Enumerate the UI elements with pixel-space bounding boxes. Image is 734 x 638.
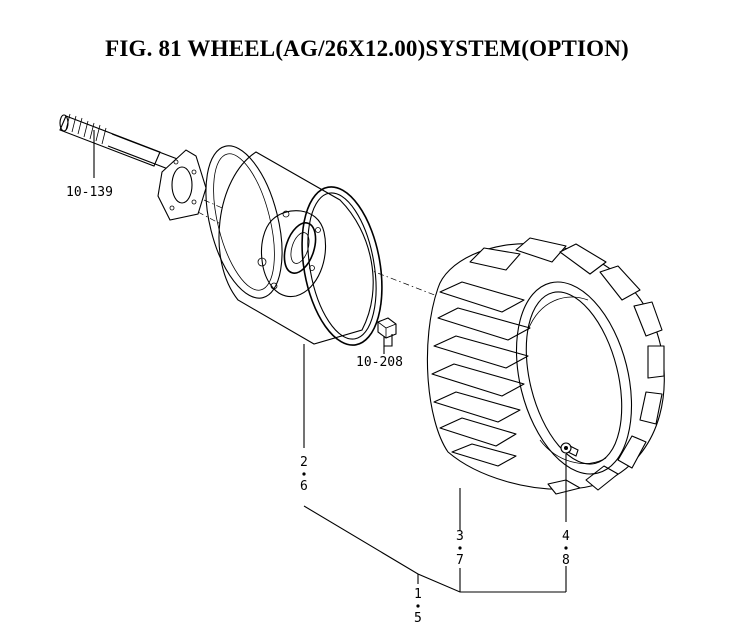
label-assy-b: 5 — [414, 611, 422, 626]
label-bolt: 10-208 — [356, 355, 403, 370]
bullet-tire — [458, 546, 462, 550]
hub-flange — [157, 149, 207, 221]
leader-lines — [93, 130, 567, 593]
bullet-valve — [564, 546, 568, 550]
label-valve-b: 8 — [562, 553, 570, 568]
wheel-bolt — [377, 317, 397, 347]
label-assy-a: 1 — [414, 587, 422, 602]
label-valve-a: 4 — [562, 529, 570, 544]
bullet-assy — [416, 604, 420, 608]
axle-shaft — [59, 113, 181, 173]
label-tire-b: 7 — [456, 553, 464, 568]
callout-labels: 10-139 10-208 2 6 3 7 4 8 1 5 — [66, 185, 570, 626]
label-rim-a: 2 — [300, 455, 308, 470]
wheel-rim — [205, 145, 383, 346]
figure-title: FIG. 81 WHEEL(AG/26X12.00)SYSTEM(OPTION) — [105, 36, 629, 61]
label-axle: 10-139 — [66, 185, 113, 200]
bullet-rim — [302, 472, 306, 476]
tire — [426, 237, 665, 495]
label-rim-b: 6 — [300, 479, 308, 494]
label-tire-a: 3 — [456, 529, 464, 544]
tire-valve — [560, 442, 579, 457]
